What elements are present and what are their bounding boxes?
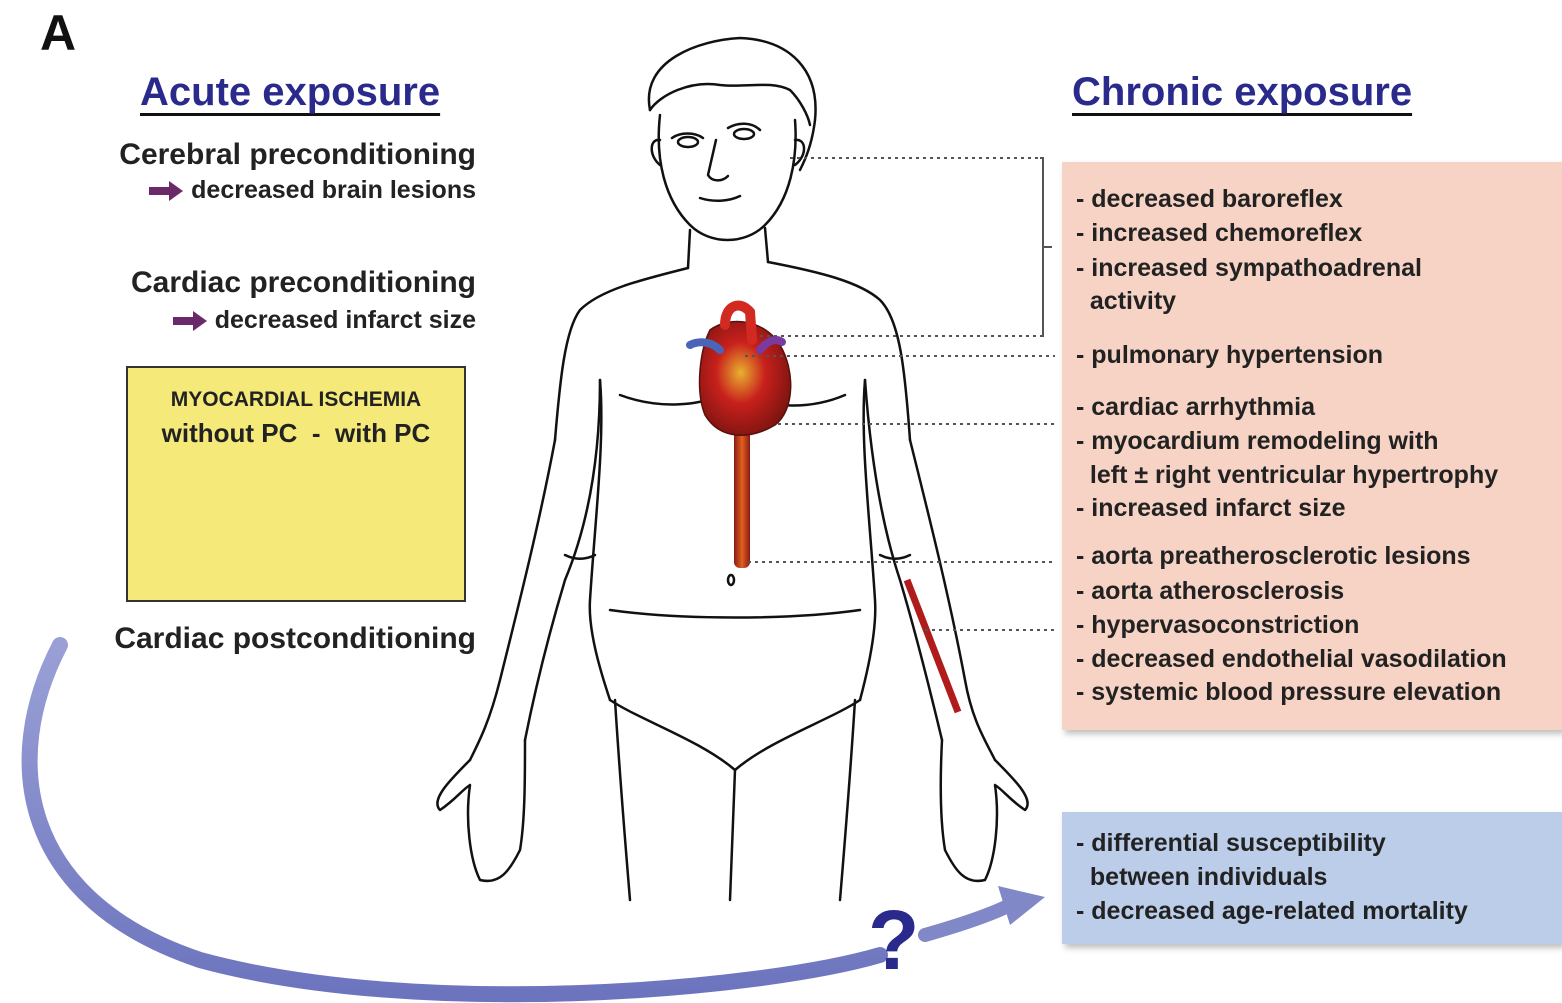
effect-item: - cardiac arrhythmia — [1076, 392, 1315, 422]
effect-item: - systemic blood pressure elevation — [1076, 677, 1501, 707]
effect-item: - hypervasoconstriction — [1076, 610, 1359, 640]
question-mark: ? — [868, 892, 919, 989]
bracket — [1040, 158, 1052, 336]
effect-item: - decreased endothelial vasodilation — [1076, 644, 1507, 674]
effect-item: - aorta atherosclerosis — [1076, 576, 1344, 606]
ischemia-box-title: MYOCARDIAL ISCHEMIA — [128, 388, 464, 412]
effect-item: - aorta preatherosclerotic lesions — [1076, 541, 1471, 571]
forearm-artery — [907, 580, 958, 712]
panel-label: A — [40, 4, 76, 62]
effect-item: - increased sympathoadrenal — [1076, 253, 1422, 283]
heart-illustration — [690, 306, 791, 568]
human-figure — [437, 38, 1027, 900]
aorta — [734, 430, 750, 568]
ischemia-box-subtitle: without PC - with PC — [128, 418, 464, 449]
right-arrow-icon — [149, 181, 183, 201]
effect-item: - increased chemoreflex — [1076, 218, 1362, 248]
cerebral-result-text: decreased brain lesions — [191, 176, 476, 205]
right-arrow-icon — [173, 311, 207, 331]
effect-item: - myocardium remodeling with — [1076, 426, 1439, 456]
susceptibility-item: - decreased age-related mortality — [1076, 896, 1468, 926]
cardiac-result-text: decreased infarct size — [215, 306, 476, 335]
chronic-exposure-title: Chronic exposure — [1072, 70, 1412, 115]
cardiac-postconditioning-title: Cardiac postconditioning — [114, 622, 476, 656]
acute-exposure-title: Acute exposure — [140, 70, 440, 115]
effect-item: - increased infarct size — [1076, 493, 1346, 523]
susceptibility-item: between individuals — [1076, 862, 1327, 892]
curved-arrow-head — [998, 886, 1045, 925]
effect-item: - decreased baroreflex — [1076, 184, 1343, 214]
susceptibility-item: - differential susceptibility — [1076, 828, 1386, 858]
effect-item: left ± right ventricular hypertrophy — [1076, 460, 1498, 490]
effect-item: - pulmonary hypertension — [1076, 340, 1383, 370]
cerebral-preconditioning-title: Cerebral preconditioning — [119, 138, 476, 172]
cardiac-preconditioning-title: Cardiac preconditioning — [131, 266, 476, 300]
cerebral-result: decreased brain lesions — [149, 176, 476, 205]
myocardial-ischemia-box: MYOCARDIAL ISCHEMIA without PC - with PC — [126, 366, 466, 602]
effect-item: activity — [1076, 286, 1176, 316]
cardiac-result: decreased infarct size — [173, 306, 476, 335]
